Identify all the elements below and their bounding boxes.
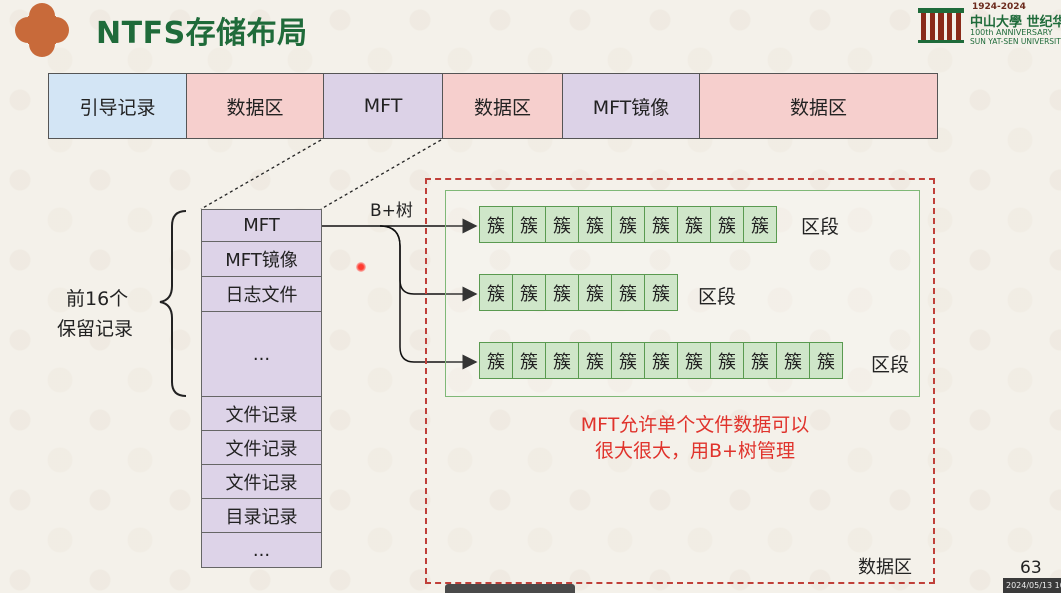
logo-years: 1924-2024 bbox=[972, 2, 1026, 12]
layout-segment-mft: MFT bbox=[323, 73, 443, 139]
extent-row-2: 簇簇簇簇簇簇 bbox=[479, 274, 678, 311]
mft-record: ... bbox=[201, 533, 322, 568]
cluster-cell: 簇 bbox=[611, 342, 645, 379]
cluster-cell: 簇 bbox=[809, 342, 843, 379]
cluster-cell: 簇 bbox=[743, 206, 777, 243]
cluster-cell: 簇 bbox=[479, 342, 513, 379]
cluster-cell: 簇 bbox=[512, 274, 546, 311]
layout-segment-mft-mirror: MFT镜像 bbox=[562, 73, 700, 139]
note-line-1: MFT允许单个文件数据可以 bbox=[580, 414, 810, 436]
logo-name: 中山大學 世纪华诞 bbox=[970, 15, 1061, 30]
mft-record: ... bbox=[201, 312, 322, 397]
mft-record: MFT镜像 bbox=[201, 242, 322, 277]
zoom-line-right bbox=[320, 139, 442, 210]
cluster-cell: 簇 bbox=[776, 342, 810, 379]
mft-record: 日志文件 bbox=[201, 277, 322, 312]
extent-label-2: 区段 bbox=[698, 286, 737, 308]
cluster-cell: 簇 bbox=[611, 274, 645, 311]
layout-segment-data-1: 数据区 bbox=[186, 73, 324, 139]
logo-anniversary: 100th ANNIVERSARY bbox=[970, 28, 1053, 37]
cluster-cell: 簇 bbox=[677, 206, 711, 243]
layout-segment-data-3: 数据区 bbox=[699, 73, 938, 139]
timestamp-overlay: 2024/05/13 10:3 bbox=[1003, 578, 1061, 593]
cluster-cell: 簇 bbox=[644, 274, 678, 311]
cluster-cell: 簇 bbox=[479, 206, 513, 243]
cluster-cell: 簇 bbox=[545, 342, 579, 379]
storage-layout-bar: 引导记录 数据区 MFT 数据区 MFT镜像 数据区 bbox=[48, 73, 938, 141]
page-title: NTFS存储布局 bbox=[96, 16, 308, 51]
mft-record: 文件记录 bbox=[201, 465, 322, 499]
extent-row-1: 簇簇簇簇簇簇簇簇簇 bbox=[479, 206, 777, 243]
cluster-cell: 簇 bbox=[578, 342, 612, 379]
mft-record: 文件记录 bbox=[201, 431, 322, 465]
mft-record: 文件记录 bbox=[201, 397, 322, 431]
cluster-cell: 簇 bbox=[578, 206, 612, 243]
cluster-cell: 簇 bbox=[512, 342, 546, 379]
presentation-toolbar[interactable] bbox=[445, 584, 575, 593]
university-gate-icon bbox=[918, 8, 964, 43]
arrow-extent-3 bbox=[379, 225, 478, 370]
university-logo: 1924-2024 中山大學 世纪华诞 100th ANNIVERSARY SU… bbox=[916, 2, 1061, 46]
note-line-2: 很大很大，用B+树管理 bbox=[595, 440, 795, 462]
logo-university-en: SUN YAT-SEN UNIVERSITY bbox=[970, 37, 1061, 46]
cluster-cell: 簇 bbox=[545, 206, 579, 243]
mft-record: MFT bbox=[201, 209, 322, 242]
cluster-cell: 簇 bbox=[677, 342, 711, 379]
mft-record: 目录记录 bbox=[201, 499, 322, 533]
zoom-line-left bbox=[200, 139, 322, 210]
cluster-cell: 簇 bbox=[644, 206, 678, 243]
data-area-region bbox=[425, 178, 935, 584]
laser-pointer-icon bbox=[356, 262, 366, 272]
flower-emblem-icon bbox=[15, 3, 69, 57]
extent-row-3: 簇簇簇簇簇簇簇簇簇簇簇 bbox=[479, 342, 843, 379]
explanation-note: MFT允许单个文件数据可以 很大很大，用B+树管理 bbox=[540, 412, 850, 464]
brace-label-line2: 保留记录 bbox=[57, 318, 134, 340]
page-number: 63 bbox=[1020, 558, 1042, 578]
cluster-cell: 簇 bbox=[479, 274, 513, 311]
extent-label-3: 区段 bbox=[871, 354, 910, 376]
layout-segment-boot: 引导记录 bbox=[48, 73, 187, 139]
brace-shape bbox=[159, 210, 187, 397]
cluster-cell: 簇 bbox=[578, 274, 612, 311]
cluster-cell: 簇 bbox=[545, 274, 579, 311]
brace-label-line1: 前16个 bbox=[66, 288, 129, 310]
extent-label-1: 区段 bbox=[801, 216, 840, 238]
mft-record-stack: MFT MFT镜像 日志文件 ... 文件记录 文件记录 文件记录 目录记录 .… bbox=[201, 209, 322, 568]
cluster-cell: 簇 bbox=[644, 342, 678, 379]
cluster-cell: 簇 bbox=[743, 342, 777, 379]
btree-label: B+树 bbox=[370, 201, 413, 221]
cluster-cell: 簇 bbox=[611, 206, 645, 243]
cluster-cell: 簇 bbox=[512, 206, 546, 243]
cluster-cell: 簇 bbox=[710, 206, 744, 243]
data-area-label: 数据区 bbox=[858, 557, 912, 578]
layout-segment-data-2: 数据区 bbox=[442, 73, 563, 139]
cluster-cell: 簇 bbox=[710, 342, 744, 379]
